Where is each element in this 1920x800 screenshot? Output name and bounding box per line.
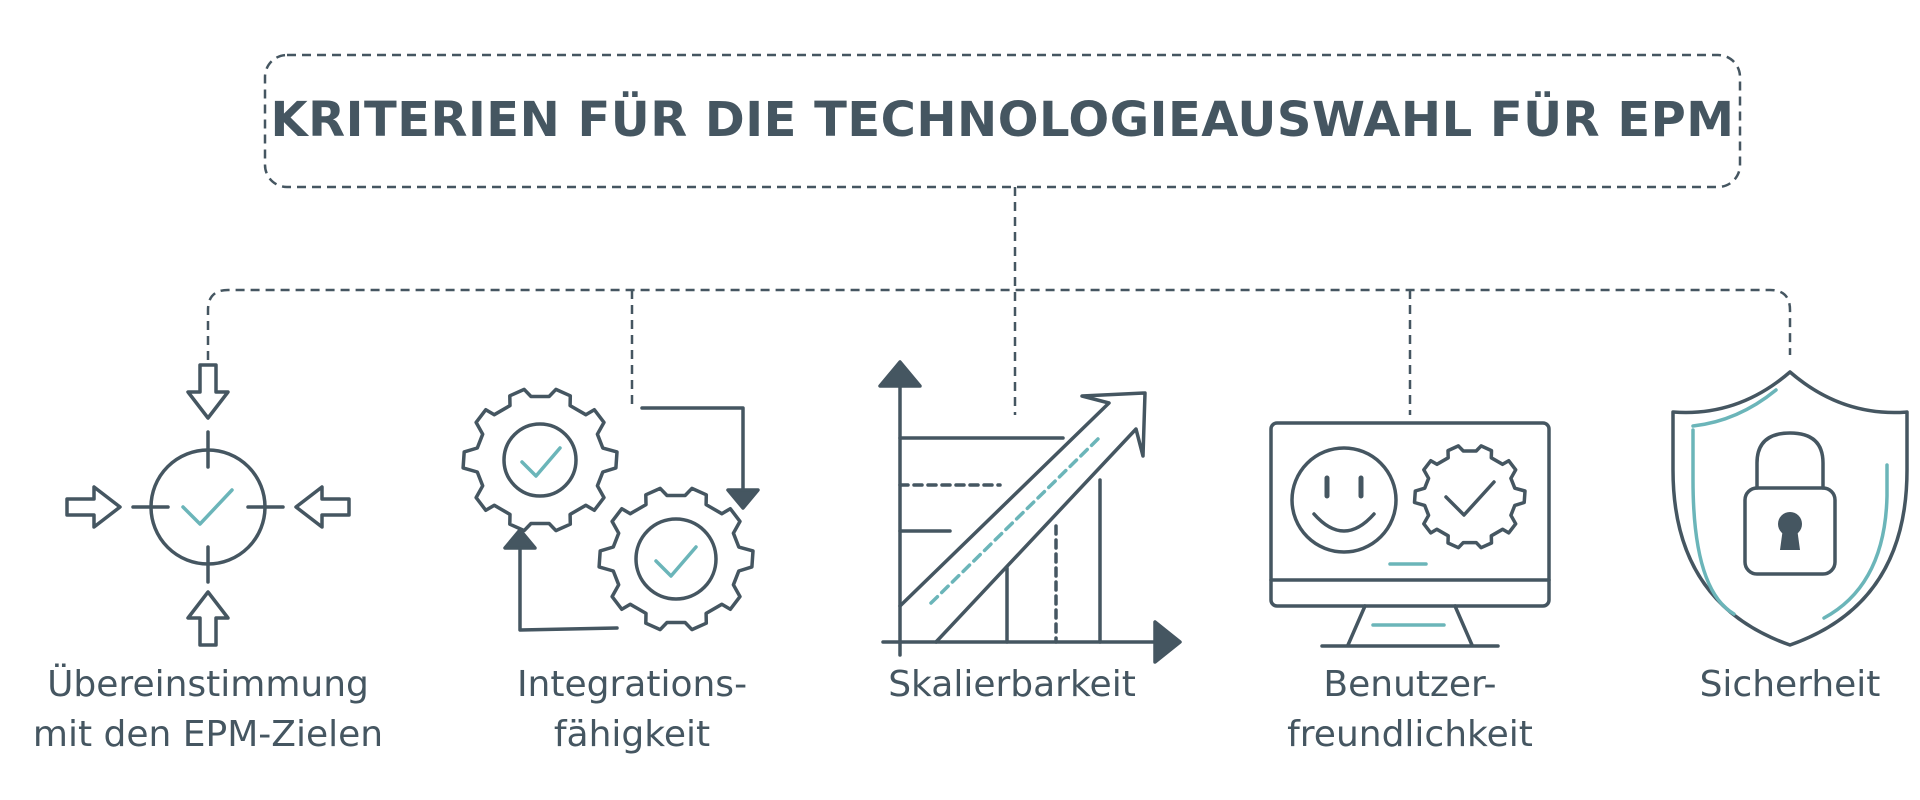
criterion-label-scalability: Skalierbarkeit [832, 660, 1192, 710]
target-alignment-icon [65, 363, 351, 647]
criterion-label-line: Übereinstimmung [47, 664, 369, 705]
criterion-label-usability: Benutzer- freundlichkeit [1230, 660, 1590, 760]
criterion-label-line: freundlichkeit [1287, 714, 1533, 755]
criterion-label-line: Sicherheit [1699, 664, 1881, 705]
criterion-label-line: Benutzer- [1323, 664, 1497, 705]
criterion-label-line: Integrations- [516, 664, 748, 705]
page-title: KRITERIEN FÜR DIE TECHNOLOGIEAUSWAHL FÜR… [270, 92, 1735, 148]
criterion-label-alignment: Übereinstimmung mit den EPM-Zielen [28, 660, 388, 760]
criterion-label-line: fähigkeit [553, 714, 711, 755]
connector-lines [206, 187, 1792, 415]
growth-chart-icon [878, 360, 1182, 664]
shield-lock-icon [1671, 370, 1909, 647]
criterion-label-line: Skalierbarkeit [888, 664, 1136, 705]
gears-integration-icon [461, 387, 760, 632]
monitor-smiley-icon [1269, 421, 1551, 648]
title-box [263, 53, 1742, 189]
criterion-label-line: mit den EPM-Zielen [32, 714, 384, 755]
criterion-label-security: Sicherheit [1610, 660, 1920, 710]
criterion-label-integration: Integrations- fähigkeit [452, 660, 812, 760]
